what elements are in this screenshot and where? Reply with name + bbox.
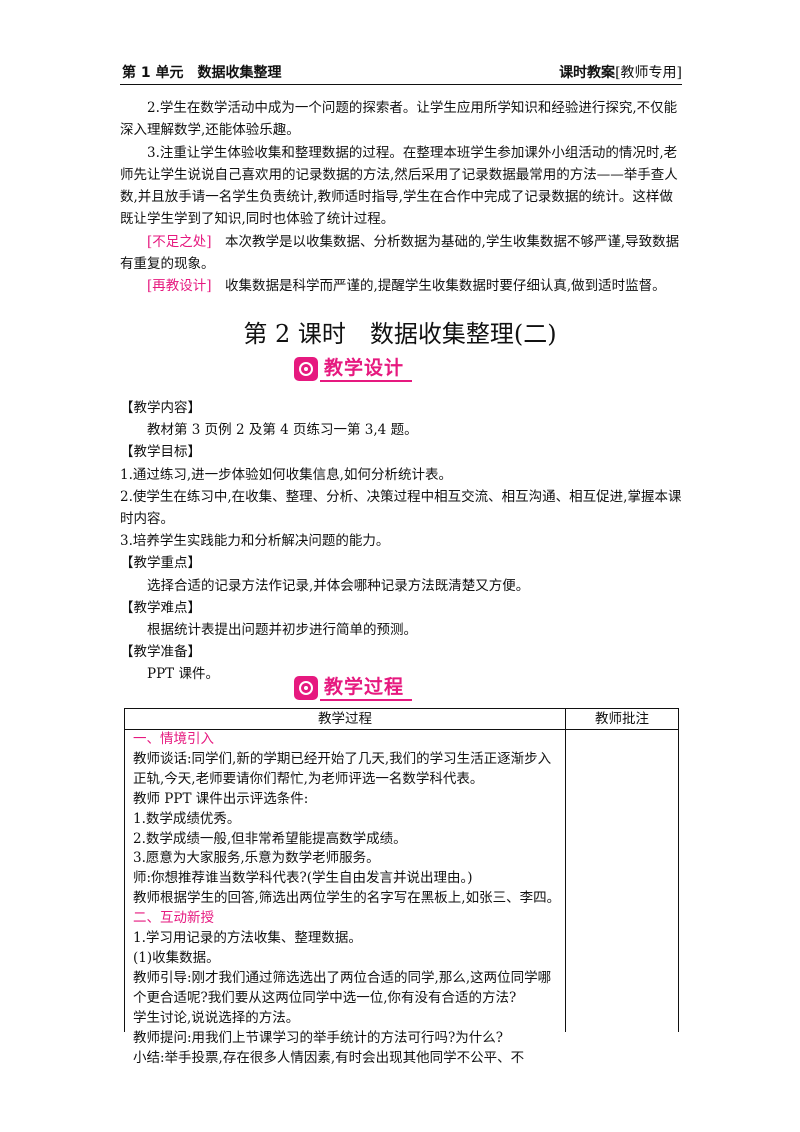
process-line: 教师根据学生的回答,筛选出两位学生的名字写在黑板上,如张三、李四。 [133,890,561,907]
section-badge-process: 教学过程 [294,675,412,701]
badge-design-label: 教学设计 [324,357,405,379]
process-line: 2.数学成绩一般,但非常希望能提高数学成绩。 [133,830,407,847]
table-header-row: 教学过程 教师批注 [125,709,678,730]
header-doc-sub: [教师专用] [615,65,682,81]
goal-2: 2.使学生在练习中,在收集、整理、分析、决策过程中相互交流、相互沟通、相互促进,… [120,488,682,528]
process-line: 教师 PPT 课件出示评选条件: [133,790,309,807]
content-text: 教材第 3 页例 2 及第 4 页练习一第 3,4 题。 [147,422,418,439]
lesson-title: 第 2 课时 数据收集整理(二) [243,320,557,348]
column-header-notes: 教师批注 [595,711,649,727]
process-line: 教师引导:刚才我们通过筛选选出了两位合适的同学,那么,这两位同学哪个更合适呢?我… [133,969,552,1006]
process-line: 1.数学成绩优秀。 [133,810,241,827]
badge-underline [320,699,412,701]
content-heading: 【教学内容】 [120,400,201,416]
header-right: 课时教案[教师专用] [559,62,682,82]
process-line: 小结:举手投票,存在很多人情因素,有时会出现其他同学不公平、不 [133,1049,525,1066]
header-doc-type: 课时教案 [559,65,616,81]
process-table: 教学过程 教师批注 一、情境引入 教师谈话:同学们,新的学期已经开始了几天,我们… [124,708,679,1066]
page-header: 第 1 单元 数据收集整理 课时教案[教师专用] [120,62,682,85]
process-line: 教师谈话:同学们,新的学期已经开始了几天,我们的学习生活正逐渐步入正轨,今天,老… [133,750,552,787]
goal-1: 1.通过练习,进一步体验如何收集信息,如何分析统计表。 [120,466,452,483]
column-divider [565,709,566,1032]
stage-heading-1: 一、情境引入 [133,731,214,747]
process-cell: 一、情境引入 教师谈话:同学们,新的学期已经开始了几天,我们的学习生活正逐渐步入… [133,730,561,1068]
section-badge-design: 教学设计 [294,356,412,382]
shortcoming-text: 本次教学是以收集数据、分析数据为基础的,学生收集数据不够严谨,导致数据有重复的现… [120,233,680,273]
intro-paragraph-3: 3.注重让学生体验收集和整理数据的过程。在整理本班学生参加课外小组活动的情况时,… [120,144,678,228]
redesign-text: 收集数据是科学而严谨的,提醒学生收集数据时要仔细认真,做到适时监督。 [211,278,666,295]
swirl-icon [294,676,318,700]
key-heading: 【教学重点】 [120,555,201,572]
design-section: 【教学内容】 教材第 3 页例 2 及第 4 页练习一第 3,4 题。 【教学目… [120,397,682,686]
goals-heading: 【教学目标】 [120,444,201,461]
process-line: 教师提问:用我们上节课学习的举手统计的方法可行吗?为什么? [133,1029,504,1046]
process-line: 学生讨论,说说选择的方法。 [133,1009,300,1026]
stage-heading-2: 二、互动新授 [133,910,214,927]
redesign-tag: [再教设计] [147,278,212,295]
redesign-paragraph: [再教设计] 收集数据是科学而严谨的,提醒学生收集数据时要仔细认真,做到适时监督… [120,275,682,297]
process-line: (1)收集数据。 [133,949,220,966]
intro-paragraph-2: 2.学生在数学活动中成为一个问题的探索者。让学生应用所学知识和经验进行探究,不仅… [120,100,678,139]
shortcoming-tag: [不足之处] [147,233,212,250]
difficulty-text: 根据统计表提出问题并初步进行简单的预测。 [147,622,417,639]
goal-3: 3.培养学生实践能力和分析解决问题的能力。 [120,533,390,550]
intro-section: 2.学生在数学活动中成为一个问题的探索者。让学生应用所学知识和经验进行探究,不仅… [120,97,682,298]
prep-heading: 【教学准备】 [120,644,201,661]
prep-text: PPT 课件。 [147,666,219,683]
process-line: 1.学习用记录的方法收集、整理数据。 [133,930,362,947]
shortcoming-paragraph: [不足之处] 本次教学是以收集数据、分析数据为基础的,学生收集数据不够严谨,导致… [120,231,682,276]
column-header-process: 教学过程 [318,711,372,727]
difficulty-heading: 【教学难点】 [120,599,201,616]
process-line: 3.愿意为大家服务,乐意为数学老师服务。 [133,850,380,867]
badge-underline [320,380,412,382]
key-text: 选择合适的记录方法作记录,并体会哪种记录方法既清楚又方便。 [147,577,530,594]
unit-title: 第 1 单元 数据收集整理 [122,65,282,81]
badge-process-label: 教学过程 [324,676,405,698]
process-line: 师:你想推荐谁当数学科代表?(学生自由发言并说出理由。) [133,870,473,887]
swirl-icon [294,357,318,381]
